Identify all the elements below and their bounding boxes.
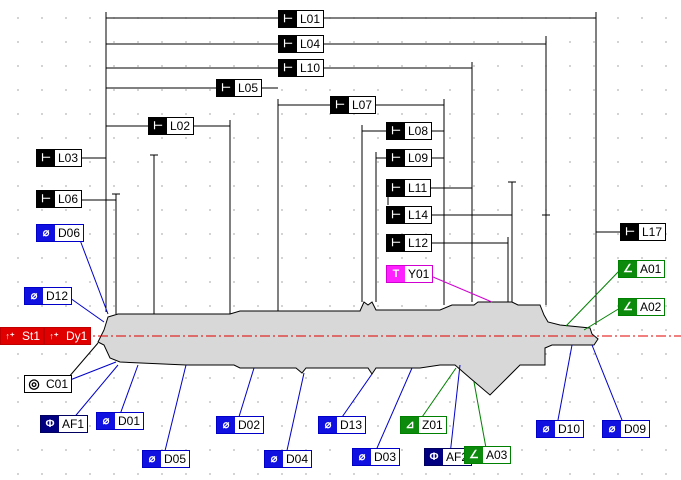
- dia-tag-D04[interactable]: ⌀D04: [264, 450, 313, 468]
- dia-tag-D02[interactable]: ⌀D02: [216, 416, 265, 434]
- dim-tag-L03[interactable]: ⊢L03: [36, 149, 83, 167]
- flatness-icon: ⊿: [401, 417, 419, 433]
- angle-icon: ∠: [465, 447, 483, 463]
- angle-leaders: [419, 269, 621, 449]
- datum-tag-St1[interactable]: ↑⁺St1: [0, 327, 45, 345]
- angle-tag-A01[interactable]: ∠A01: [618, 260, 666, 278]
- dia-tag-D06[interactable]: ⌀D06: [36, 224, 85, 242]
- length-dimension-icon: ⊢: [279, 11, 297, 27]
- dim-tag-L09[interactable]: ⊢L09: [386, 149, 433, 167]
- length-dimension-icon: ⊢: [387, 123, 405, 139]
- dim-tag-L12[interactable]: ⊢L12: [386, 234, 433, 252]
- dia-tag-D09[interactable]: ⌀D09: [602, 420, 651, 438]
- dim-tag-L08[interactable]: ⊢L08: [386, 122, 433, 140]
- length-dimension-icon: ⊢: [387, 235, 405, 251]
- length-dimension-icon: ⊢: [37, 191, 55, 207]
- length-dimension-icon: ⊢: [279, 36, 297, 52]
- diameter-icon: ⌀: [537, 421, 555, 437]
- length-dimension-icon: ⊢: [279, 60, 297, 76]
- dim-tag-L07[interactable]: ⊢L07: [330, 96, 377, 114]
- dim-tag-L10[interactable]: ⊢L10: [278, 59, 325, 77]
- length-dimension-icon: ⊢: [387, 180, 405, 196]
- length-dimension-icon: ⊢: [217, 80, 235, 96]
- diameter-icon: ⌀: [353, 449, 371, 465]
- dia-tag-D12[interactable]: ⌀D12: [24, 287, 73, 305]
- angle-icon: ∠: [619, 299, 637, 315]
- length-dimension-icon: ⊢: [387, 207, 405, 223]
- dim-tag-L17[interactable]: ⊢L17: [620, 223, 667, 241]
- diameter-leaders: [69, 239, 623, 456]
- concentricity-tag-C01[interactable]: ◎C01: [24, 375, 73, 393]
- concentricity-leader: [67, 342, 99, 379]
- dim-tag-L05[interactable]: ⊢L05: [216, 79, 263, 97]
- diameter-icon: ⌀: [25, 288, 43, 304]
- datum-icon: ↑⁺: [1, 328, 19, 344]
- dia-tag-D03[interactable]: ⌀D03: [352, 448, 401, 466]
- dim-tag-L14[interactable]: ⊢L14: [386, 206, 433, 224]
- dimension-lines: [64, 12, 620, 325]
- length-dimension-icon: ⊢: [37, 150, 55, 166]
- datum-tag-Dy1[interactable]: ↑⁺Dy1: [44, 327, 92, 345]
- diameter-icon: ⌀: [217, 417, 235, 433]
- diameter-icon: ⌀: [603, 421, 621, 437]
- dim-tag-L06[interactable]: ⊢L06: [36, 190, 83, 208]
- concentricity-icon: ◎: [25, 376, 43, 392]
- diameter-icon: ⌀: [143, 451, 161, 467]
- length-dimension-icon: ⊢: [387, 150, 405, 166]
- dim-tag-L11[interactable]: ⊢L11: [386, 179, 432, 197]
- angle-tag-A03[interactable]: ∠A03: [464, 446, 512, 464]
- profile-leader: [425, 273, 493, 303]
- shaft-profile[interactable]: [97, 301, 599, 396]
- dim-tag-L04[interactable]: ⊢L04: [278, 35, 325, 53]
- dia-tag-D01[interactable]: ⌀D01: [96, 412, 145, 430]
- diameter-icon: ⌀: [265, 451, 283, 467]
- dia-tag-D10[interactable]: ⌀D10: [536, 420, 585, 438]
- datum-icon: ↑⁺: [45, 328, 63, 344]
- dia-tag-D05[interactable]: ⌀D05: [142, 450, 191, 468]
- runout-icon: Φ: [41, 416, 59, 432]
- dia-tag-D13[interactable]: ⌀D13: [318, 416, 367, 434]
- angle-tag-A02[interactable]: ∠A02: [618, 298, 666, 316]
- dim-tag-L01[interactable]: ⊢L01: [278, 10, 325, 28]
- length-dimension-icon: ⊢: [621, 224, 639, 240]
- profile-icon: T: [387, 266, 405, 282]
- runout-icon: Φ: [425, 449, 443, 465]
- length-dimension-icon: ⊢: [149, 118, 167, 134]
- diameter-icon: ⌀: [319, 417, 337, 433]
- flatness-tag-Z01[interactable]: ⊿Z01: [400, 416, 447, 434]
- angle-icon: ∠: [619, 261, 637, 277]
- dim-tag-L02[interactable]: ⊢L02: [148, 117, 195, 135]
- length-dimension-icon: ⊢: [331, 97, 349, 113]
- diameter-icon: ⌀: [97, 413, 115, 429]
- diameter-icon: ⌀: [37, 225, 55, 241]
